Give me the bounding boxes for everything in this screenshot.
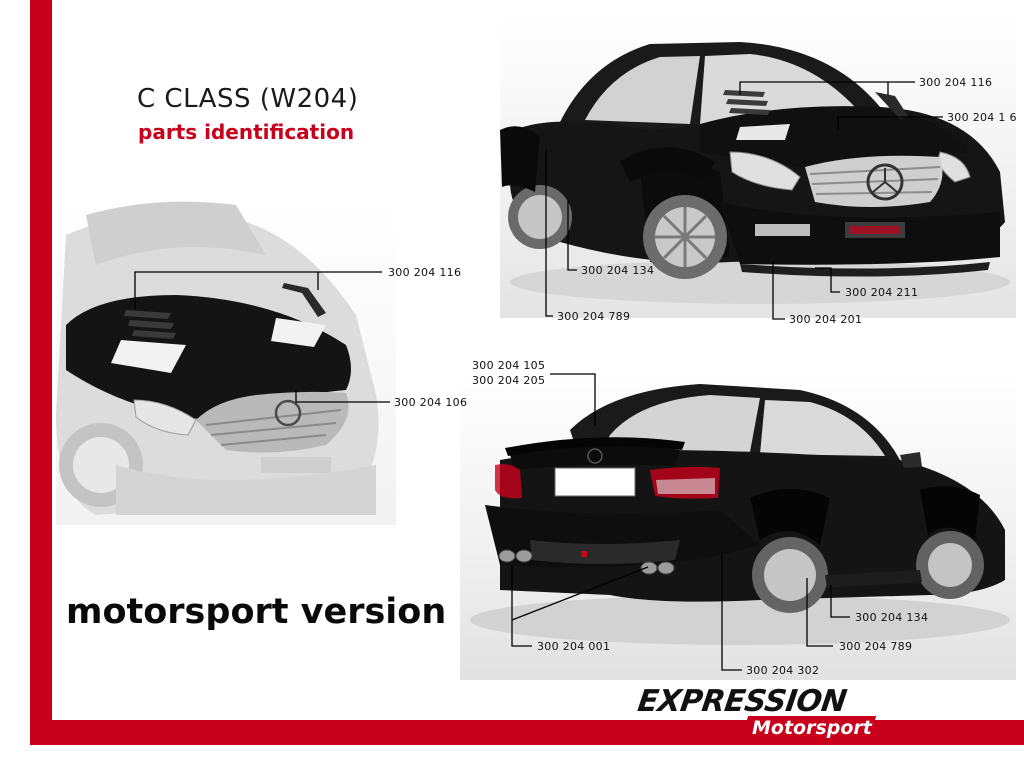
- front-hood-car-image: [56, 201, 379, 515]
- front-three-quarter-car-image: [500, 42, 1010, 304]
- left-red-border: [30, 0, 52, 745]
- part-number-exhaust: 300 204 001: [537, 640, 611, 653]
- rear-three-quarter-car-image: [470, 384, 1010, 645]
- brand-name: EXPRESSION: [635, 684, 849, 719]
- part-number-side-skirt-rear: 300 204 134: [855, 611, 929, 624]
- front-hood-photo: [56, 195, 396, 525]
- front-three-quarter-photo: [500, 12, 1016, 318]
- rear-three-quarter-photo: [460, 370, 1016, 680]
- page-subtitle: parts identification: [138, 120, 355, 144]
- version-caption: motorsport version: [66, 592, 447, 632]
- part-number-hood-front: 300 204 1 6: [947, 111, 1017, 124]
- page-title: C CLASS (W204): [137, 84, 359, 114]
- part-number-front-bumper: 300 204 201: [789, 313, 863, 326]
- part-number-hood-vents-front: 300 204 116: [919, 76, 993, 89]
- part-number-side-skirt-front: 300 204 134: [581, 264, 655, 277]
- part-number-front-lip: 300 204 211: [845, 286, 919, 299]
- part-number-fender-rear: 300 204 789: [839, 640, 913, 653]
- part-number-fender-front: 300 204 789: [557, 310, 631, 323]
- part-number-hood-left: 300 204 106: [394, 396, 468, 409]
- expression-motorsport-logo: EXPRESSION Motorsport: [635, 684, 877, 750]
- brand-subname: Motorsport: [752, 717, 872, 739]
- part-number-spoiler-2: 300 204 205: [472, 374, 546, 387]
- part-number-rear-bumper: 300 204 302: [746, 664, 820, 677]
- part-number-hood-vents-left: 300 204 116: [388, 266, 462, 279]
- part-number-spoiler-1: 300 204 105: [472, 359, 546, 372]
